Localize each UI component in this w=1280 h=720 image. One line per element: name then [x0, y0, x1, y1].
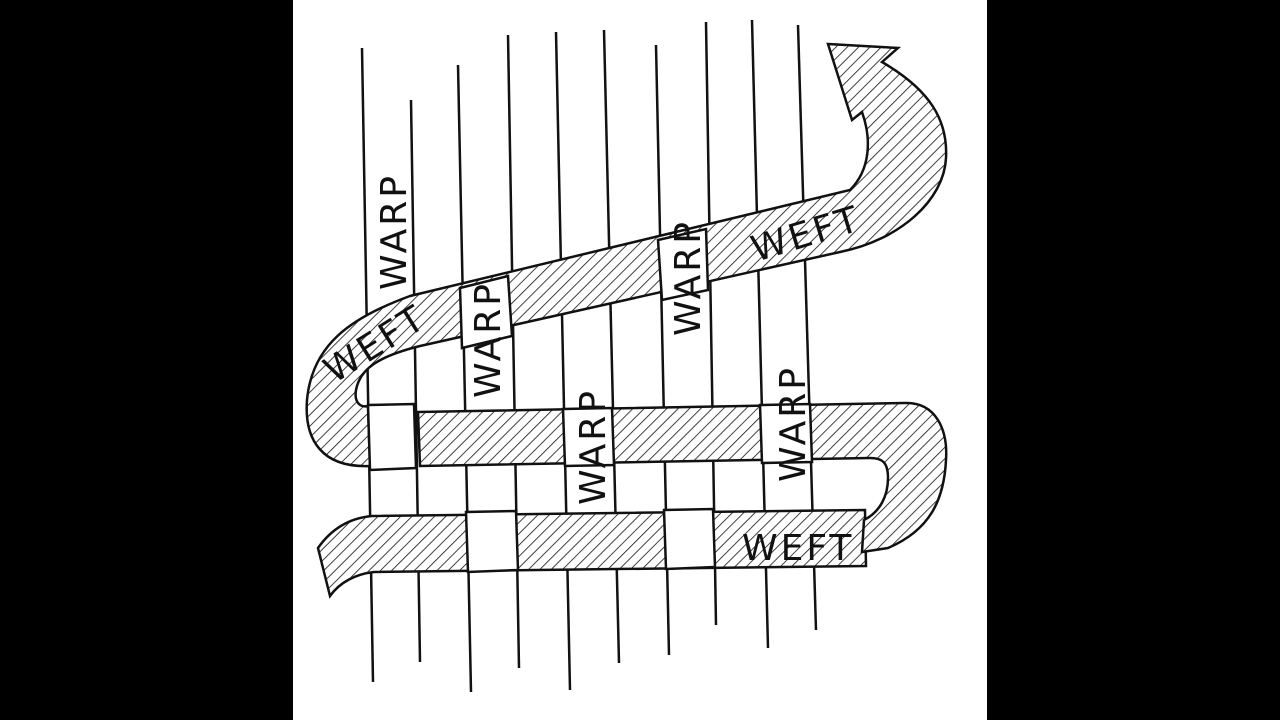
warp-cover [366, 402, 418, 472]
warp-cover [656, 227, 710, 302]
warp-label: WARP [773, 365, 814, 482]
warp-cover [561, 406, 616, 468]
warp-label: WARP [374, 173, 415, 290]
warp-label: WARP [573, 388, 614, 505]
warp-threads [360, 19, 818, 693]
weft-label: WEFT [742, 528, 854, 569]
warp-line [554, 31, 572, 691]
warp-line [456, 64, 473, 693]
warp-line [506, 34, 521, 669]
warp-label: WARP [468, 281, 509, 398]
warp-cover [458, 274, 514, 350]
warp-label: WARP [668, 219, 709, 336]
warp-labels: WARP WARP WARP WARP WARP [374, 173, 814, 505]
warp-cover [758, 402, 814, 465]
warp-over-weft [366, 227, 814, 574]
warp-cover [464, 509, 520, 574]
warp-cover [662, 507, 717, 571]
weft-band-middle [416, 401, 948, 554]
weft-band-top [305, 42, 948, 468]
